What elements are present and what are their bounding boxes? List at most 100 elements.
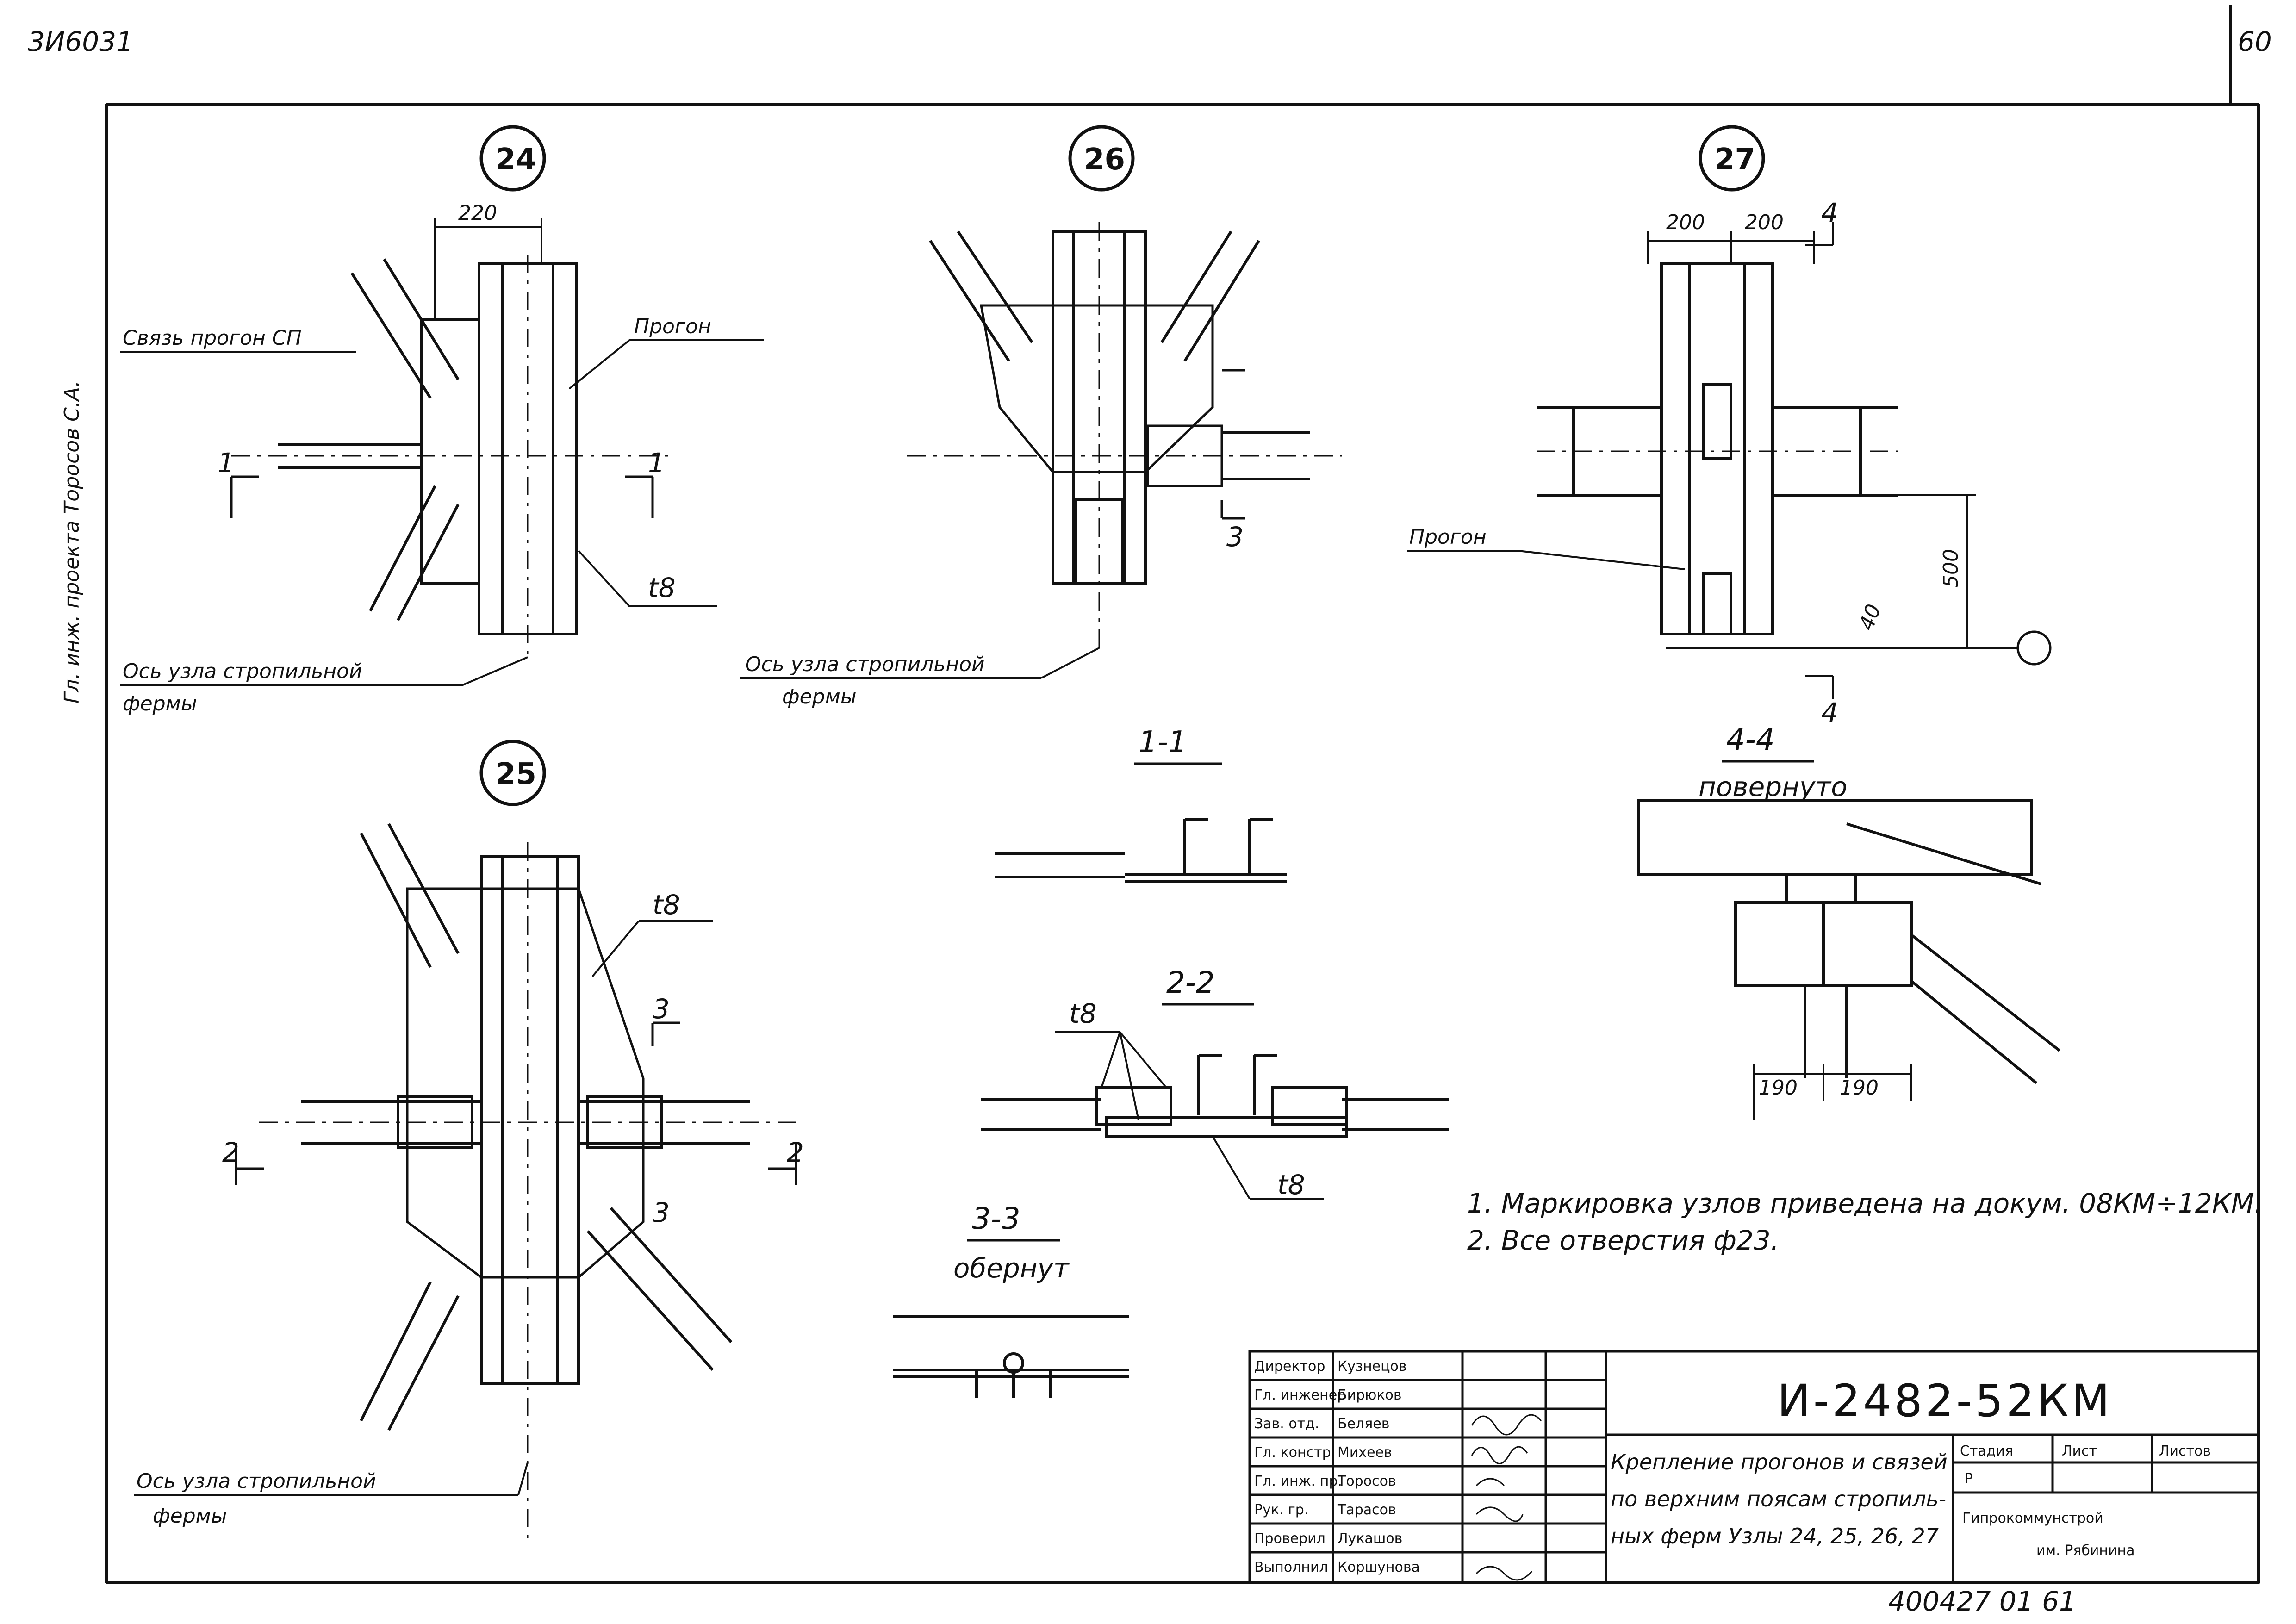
section-1-1-profile	[995, 818, 1287, 883]
title-block-grid	[1248, 1350, 2260, 1584]
sheet-header: Лист	[2062, 1443, 2097, 1459]
node-27-dim-height: 500	[1939, 549, 1963, 588]
node-26-chord	[1052, 222, 1147, 648]
node-25-axis-label-2: фермы	[153, 1504, 227, 1528]
bottom-code: 400427 01 61	[1888, 1586, 2076, 1617]
section-2-2-thickness-bottom: t8	[1277, 1169, 1305, 1201]
node-25-chord	[480, 842, 580, 1541]
node-26-cut-mark: 3	[1226, 521, 1244, 553]
sheet-corner-number: 60	[2238, 26, 2272, 57]
role-5: Рук. гр.	[1254, 1502, 1308, 1518]
name-1: Бирюков	[1338, 1387, 1402, 1403]
node-25-braces	[360, 823, 733, 1431]
role-4: Гл. инж. пр.	[1254, 1473, 1342, 1489]
node-26-braces	[929, 230, 1260, 362]
node-25-number: 25	[495, 757, 536, 791]
node-27-axis-bubble	[2016, 630, 2052, 666]
section-3-3: 3-3 обернут	[893, 1202, 1129, 1398]
node-24-gusset	[420, 318, 480, 585]
node-27-number: 27	[1714, 143, 1755, 177]
section-4-4-dim-right: 190	[1840, 1076, 1879, 1100]
node-25-circle	[479, 740, 546, 806]
node-26-gusset	[980, 304, 1214, 473]
node-27-cut-top: 4	[1821, 197, 1838, 229]
section-2-2-thickness-top: t8	[1069, 998, 1097, 1029]
drawing-code: И-2482-52КМ	[1777, 1375, 2113, 1427]
node-24-axis-label-1: Ось узла стропильной	[123, 660, 362, 683]
note-line-1: 1. Маркировка узлов приведена на докум. …	[1467, 1188, 2263, 1219]
node-25-axis-label-1: Ось узла стропильной	[137, 1469, 376, 1493]
node-24-cut-left: 1	[218, 447, 235, 479]
node-25: 25	[134, 740, 804, 1541]
name-7: Коршунова	[1338, 1559, 1420, 1575]
signatures	[1471, 1414, 1542, 1581]
node-26-circle	[1068, 125, 1135, 192]
node-24-cut-right: 1	[648, 447, 665, 479]
title-line-3: ных ферм Узлы 24, 25, 26, 27	[1611, 1524, 1939, 1549]
node-27: 27	[1407, 125, 2052, 728]
node-27-dim-left: 200	[1666, 211, 1705, 234]
role-1: Гл. инженер	[1254, 1387, 1346, 1403]
section-4-4: 4-4 повернуто 190 190	[1637, 723, 2060, 1120]
node-27-dimensions	[1647, 222, 2018, 699]
section-4-4-subtitle: повернуто	[1699, 771, 1848, 803]
note-line-2: 2. Все отверстия ф23.	[1467, 1225, 1779, 1256]
role-3: Гл. констр.	[1254, 1444, 1335, 1461]
node-24-axis-label-2: фермы	[123, 692, 197, 716]
node-24-dimension	[434, 218, 542, 319]
section-1-1-title: 1-1	[1139, 725, 1187, 759]
name-2: Беляев	[1338, 1416, 1389, 1432]
section-2-2: 2-2 t8 t8	[981, 966, 1449, 1201]
node-27-circle	[1699, 125, 1765, 192]
node-24-dim-220: 220	[458, 201, 497, 225]
node-24-purlin	[231, 443, 671, 469]
sheets-header: Листов	[2159, 1443, 2211, 1459]
node-24-circle	[479, 125, 546, 192]
section-2-2-profile	[981, 1054, 1449, 1138]
title-line-2: по верхним поясам стропиль-	[1611, 1487, 1946, 1512]
node-27-cut-bottom: 4	[1821, 697, 1838, 728]
node-27-dim-small: 40	[1854, 601, 1885, 634]
node-24-thickness: t8	[648, 572, 676, 604]
top-left-code: 3И6031	[28, 26, 133, 57]
name-4: Торосов	[1337, 1473, 1396, 1489]
node-25-cut-3-top: 3	[653, 993, 670, 1025]
name-6: Лукашов	[1338, 1531, 1402, 1547]
node-26-axis-label-2: фермы	[782, 685, 857, 709]
node-27-chord	[1660, 262, 1774, 635]
section-1-1: 1-1	[995, 725, 1287, 883]
section-3-3-subtitle: обернут	[953, 1252, 1070, 1284]
section-3-3-profile	[893, 1315, 1129, 1398]
role-2: Зав. отд.	[1254, 1416, 1319, 1432]
section-4-4-title: 4-4	[1726, 723, 1775, 757]
section-4-4-dim-left: 190	[1759, 1076, 1798, 1100]
node-26: 26 3 Ось узла стропильной	[740, 125, 1342, 709]
node-27-dim-right: 200	[1745, 211, 1784, 234]
role-6: Проверил	[1254, 1531, 1325, 1547]
section-3-3-title: 3-3	[972, 1202, 1020, 1236]
org-line-2: им. Рябинина	[2036, 1543, 2134, 1559]
node-25-cut-2-left: 2	[222, 1137, 239, 1168]
node-27-purlins	[1537, 406, 1898, 497]
role-7: Выполнил	[1254, 1559, 1328, 1575]
node-25-cut-marks	[235, 1021, 797, 1185]
section-2-2-title: 2-2	[1166, 966, 1215, 1000]
name-0: Кузнецов	[1338, 1358, 1407, 1375]
name-5: Тарасов	[1337, 1502, 1396, 1518]
node-25-cut-2-right: 2	[787, 1137, 804, 1168]
sheet-frame	[105, 5, 2260, 1584]
org-line-1: Гипрокоммунстрой	[1962, 1510, 2103, 1526]
section-4-4-profile	[1637, 799, 2060, 1120]
node-26-purlin	[907, 431, 1342, 480]
node-24-cut-marks	[230, 475, 654, 518]
title-block: Директор Гл. инженер Зав. отд. Гл. конст…	[1248, 1350, 2260, 1584]
notes: 1. Маркировка узлов приведена на докум. …	[1467, 1188, 2263, 1256]
node-26-number: 26	[1084, 143, 1125, 177]
stage-header: Стадия	[1960, 1443, 2013, 1459]
node-26-cut-marks	[1220, 369, 1245, 520]
node-25-purlins	[259, 1095, 796, 1149]
node-24-brace-label: Связь прогон СП	[123, 326, 302, 350]
name-3: Михеев	[1338, 1444, 1392, 1461]
title-line-1: Крепление прогонов и связей	[1611, 1450, 1948, 1475]
